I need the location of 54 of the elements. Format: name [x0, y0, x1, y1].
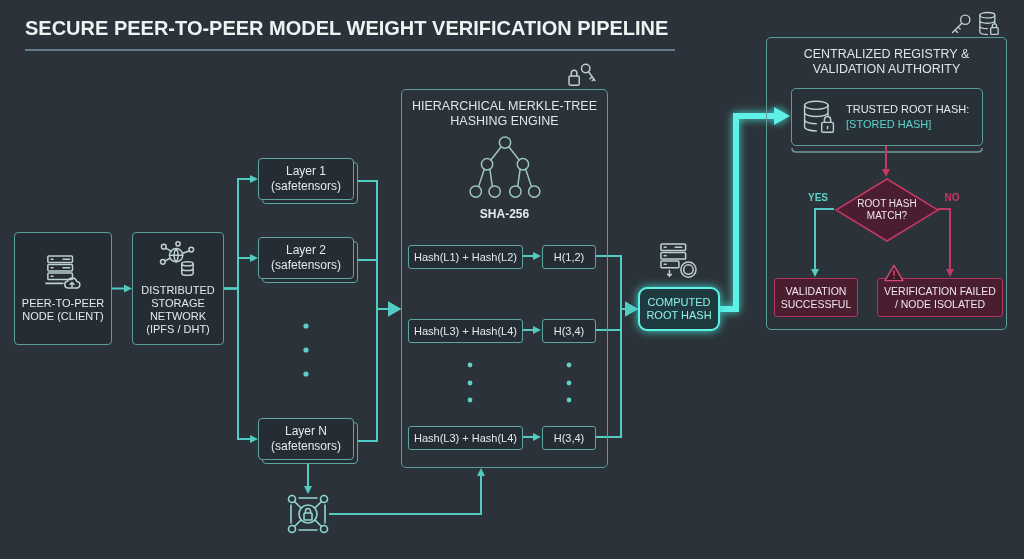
- group-panel: [401, 89, 608, 468]
- file-card-stack: [258, 158, 358, 204]
- hash-box: [542, 319, 596, 343]
- node-label: Layer 1 (safetensors): [270, 164, 342, 194]
- node-label: Hash(L3) + Hash(L4): [414, 324, 517, 338]
- arrow: [223, 287, 258, 443]
- node-label: VERIFICATION FAILED / NODE ISOLATED: [883, 284, 997, 311]
- edge-label: YES: [806, 192, 830, 204]
- node-label: DISTRIBUTED STORAGE NETWORK (IPFS / DHT): [140, 284, 216, 336]
- decision-diamond: [835, 178, 939, 242]
- node-label: Layer 2 (safetensors): [270, 243, 342, 273]
- arrow: [357, 301, 401, 442]
- result-box: [638, 287, 720, 331]
- arrow: [937, 208, 954, 277]
- node-label: H(1,2): [553, 250, 585, 264]
- group-panel: [766, 37, 1007, 330]
- record-panel: [791, 88, 983, 146]
- node-label: Layer N (safetensors): [270, 424, 342, 454]
- arrow: [720, 107, 790, 312]
- arrow: [328, 468, 485, 515]
- arrow: [811, 208, 835, 277]
- panel-heading: CENTRALIZED REGISTRY & VALIDATION AUTHORITY: [802, 47, 971, 77]
- node-label: SHA-256: [479, 207, 530, 222]
- hash-box: [542, 245, 596, 269]
- panel-heading: HIERARCHICAL MERKLE-TREE HASHING ENGINE: [411, 99, 598, 129]
- node-label: VALIDATION SUCCESSFUL: [779, 284, 853, 311]
- process-box: [132, 232, 224, 345]
- process-box: [14, 232, 112, 345]
- node-label: PEER-TO-PEER NODE (CLIENT): [20, 297, 106, 323]
- arrow: [304, 463, 312, 494]
- node-label: TRUSTED ROOT HASH:: [846, 102, 970, 117]
- edge-label: NO: [942, 192, 962, 204]
- hash-box: [408, 426, 523, 450]
- node-label: [STORED HASH]: [846, 117, 933, 132]
- node-label: Hash(L3) + Hash(L4): [414, 431, 517, 445]
- node-label: COMPUTED ROOT HASH: [645, 296, 713, 322]
- arrow: [111, 284, 132, 293]
- arrow: [521, 326, 541, 334]
- lock-network-icon: [287, 494, 329, 534]
- arrow: [521, 252, 541, 260]
- arrow: [594, 301, 638, 438]
- arrow: [521, 433, 541, 441]
- outcome-box: [774, 278, 858, 317]
- node-label: H(3,4): [553, 431, 585, 445]
- hash-box: [408, 319, 523, 343]
- file-card-stack: [258, 418, 358, 464]
- node-label: ROOT HASH MATCH?: [856, 198, 918, 222]
- node-label: Hash(L1) + Hash(L2): [414, 250, 517, 264]
- hash-box: [542, 426, 596, 450]
- node-label: H(3,4): [553, 324, 585, 338]
- diagram-title: SECURE PEER-TO-PEER MODEL WEIGHT VERIFICATION PIPELINE: [25, 16, 669, 41]
- arrow: [882, 144, 890, 177]
- hash-box: [408, 245, 523, 269]
- file-card-stack: [258, 237, 358, 283]
